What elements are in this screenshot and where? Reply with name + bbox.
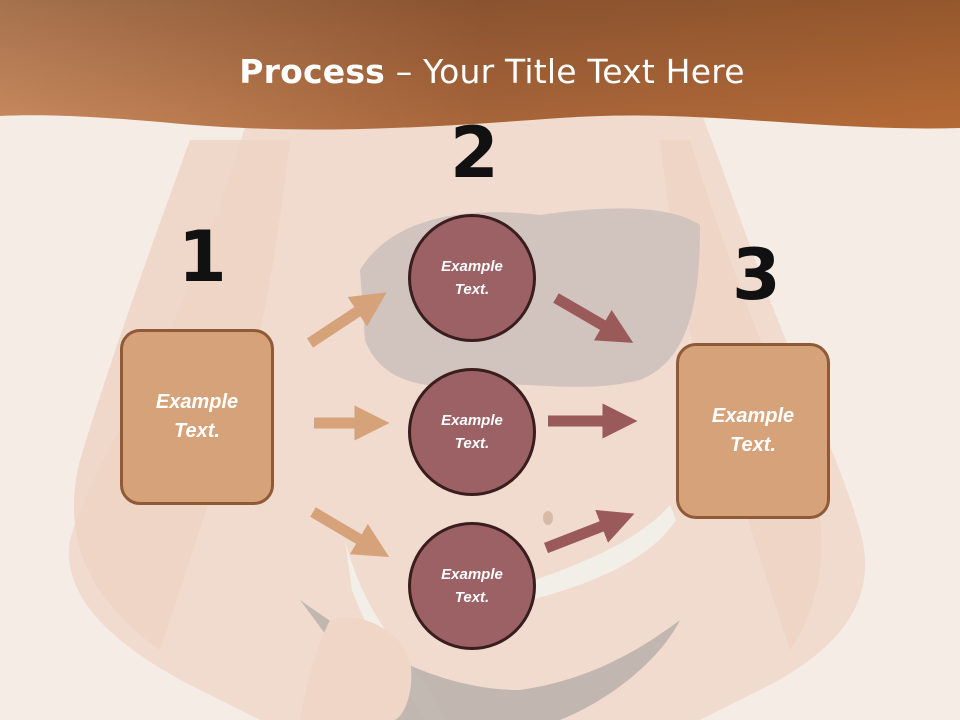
- step-1-box: Example Text.: [120, 329, 274, 505]
- slide-title: Process – Your Title Text Here: [0, 52, 960, 91]
- step-2-circle-bottom: Example Text.: [408, 522, 536, 650]
- step-3-box-text: Example Text.: [711, 405, 795, 456]
- title-rest: – Your Title Text Here: [385, 52, 745, 91]
- step-number-2: 2: [450, 112, 499, 194]
- step-1-box-text: Example Text.: [155, 391, 239, 442]
- circle-top-text: Example Text.: [441, 257, 503, 298]
- step-number-3: 3: [732, 234, 781, 316]
- step-3-box: Example Text.: [676, 343, 830, 519]
- step-2-circle-middle: Example Text.: [408, 368, 536, 496]
- header-band: [0, 0, 960, 130]
- title-bold: Process: [239, 52, 386, 91]
- step-2-circle-top: Example Text.: [408, 214, 536, 342]
- circle-middle-text: Example Text.: [441, 411, 503, 452]
- circle-bottom-text: Example Text.: [441, 565, 503, 606]
- step-number-1: 1: [178, 216, 227, 298]
